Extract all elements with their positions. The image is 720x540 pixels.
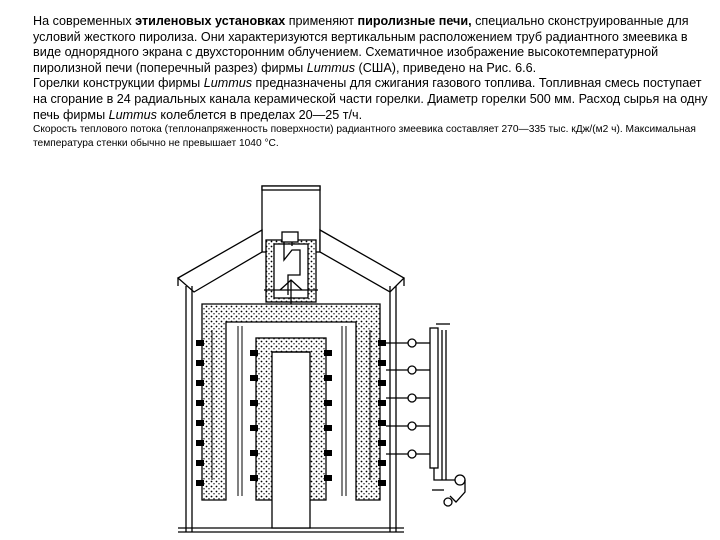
roof-hangers — [264, 279, 318, 304]
text-run: применяют — [285, 14, 358, 28]
text-run: На современных — [33, 14, 136, 28]
radiant-chamber-walls — [201, 303, 381, 529]
radiant-coil-tubes — [211, 326, 371, 496]
fuel-gas-piping — [386, 323, 466, 507]
italic-company-name: Lummus — [203, 76, 252, 91]
text-run: предназначены для сжигания газового топл… — [33, 76, 708, 122]
text-run: колеблется в пределах 20—25 т/ч. — [156, 107, 363, 122]
burners-right-inner — [324, 350, 332, 481]
italic-company-name: Lummus — [108, 107, 157, 122]
burners-left-inner — [250, 350, 258, 481]
paragraph-burners: Горелки конструкции фирмы Lummus предназ… — [33, 76, 713, 123]
paragraph-heat-flux-note: Скорость теплового потока (теплонапряжен… — [33, 124, 696, 149]
text-run: (США), приведено на Рис. 6.6. — [355, 60, 537, 75]
burners-left-outer — [196, 340, 204, 486]
bold-term-ethylene-units: этиленовых установках — [135, 14, 286, 28]
text-run: Горелки конструкции фирмы — [33, 76, 204, 91]
bold-term-pyrolysis-furnaces: пиролизные печи, — [357, 14, 472, 28]
paragraph-furnaces: На современных этиленовых установках при… — [33, 14, 713, 76]
text-block: На современных этиленовых установках при… — [33, 14, 713, 150]
burners-right-outer — [378, 340, 386, 486]
italic-company-name: Lummus — [306, 60, 356, 75]
furnace-cross-section-diagram — [176, 185, 466, 533]
text-run: специально сконструированные для условий… — [33, 14, 689, 75]
convection-section — [265, 231, 317, 303]
